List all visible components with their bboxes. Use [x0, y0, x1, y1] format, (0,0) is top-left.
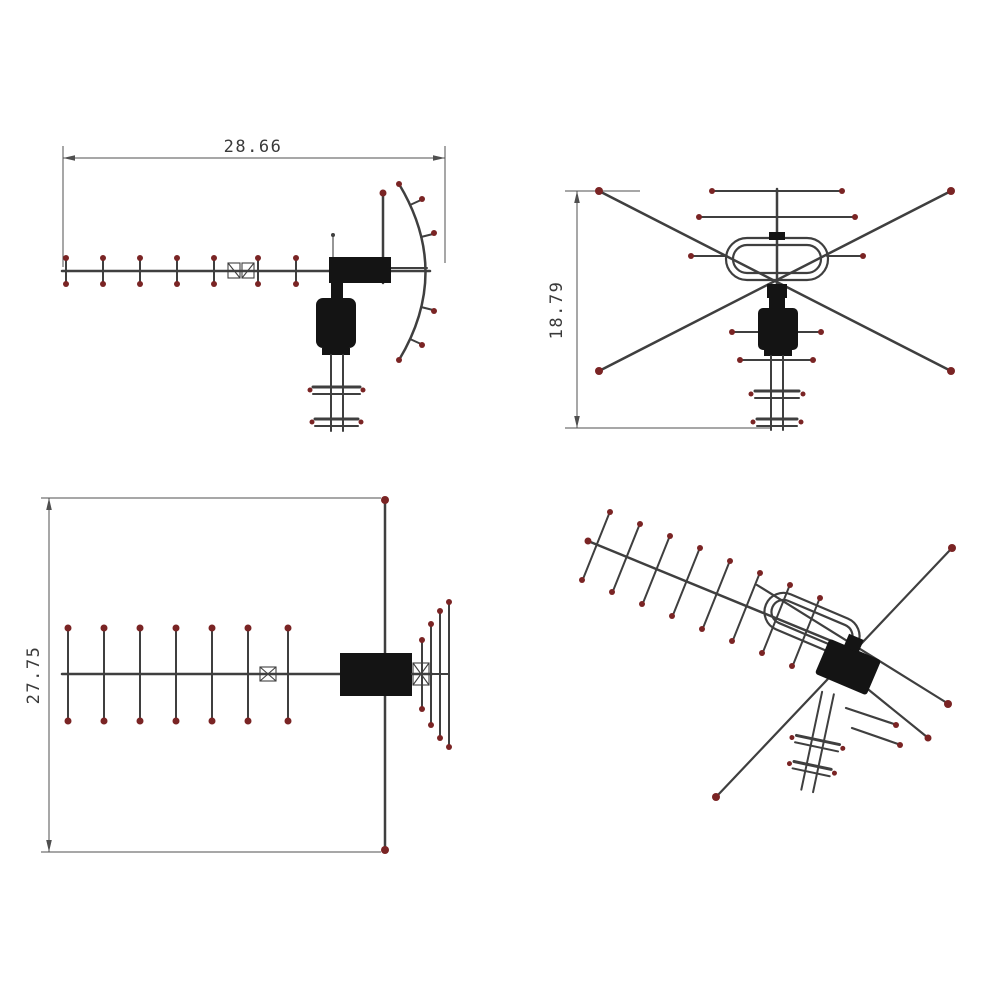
reflector-grid-top: [411, 599, 452, 750]
top-view: 27.75: [24, 496, 452, 854]
motor-housing-perspective: [815, 633, 881, 695]
director-elements-perspective: [579, 509, 823, 669]
amplifier-box: [329, 233, 391, 283]
dimension-label-width: 28.66: [224, 137, 283, 157]
boom-perspective: [586, 539, 836, 644]
loop-element: [724, 232, 830, 298]
amplifier-box-top: [340, 653, 412, 696]
boom-joint: [227, 262, 255, 279]
dimension-label-height: 18.79: [547, 281, 567, 340]
boom-joint-top: [259, 666, 277, 682]
director-elements: [63, 255, 299, 287]
dimension-height: 18.79: [547, 190, 770, 429]
director-elements-top: [64, 624, 292, 725]
mast-perspective: [786, 690, 846, 794]
mounting-clamp: [307, 385, 366, 427]
dimension-depth: 27.75: [24, 497, 381, 853]
motor-housing: [316, 283, 356, 355]
side-view: 28.66: [60, 137, 446, 432]
mounting-clamp-perspective: [786, 733, 846, 778]
mounting-clamp-front: [748, 389, 806, 427]
motor-housing-front: [758, 298, 798, 356]
dimension-width: 28.66: [62, 137, 446, 267]
front-view: 18.79: [547, 187, 955, 431]
perspective-view: [579, 509, 956, 801]
dimension-label-depth: 27.75: [24, 646, 44, 705]
